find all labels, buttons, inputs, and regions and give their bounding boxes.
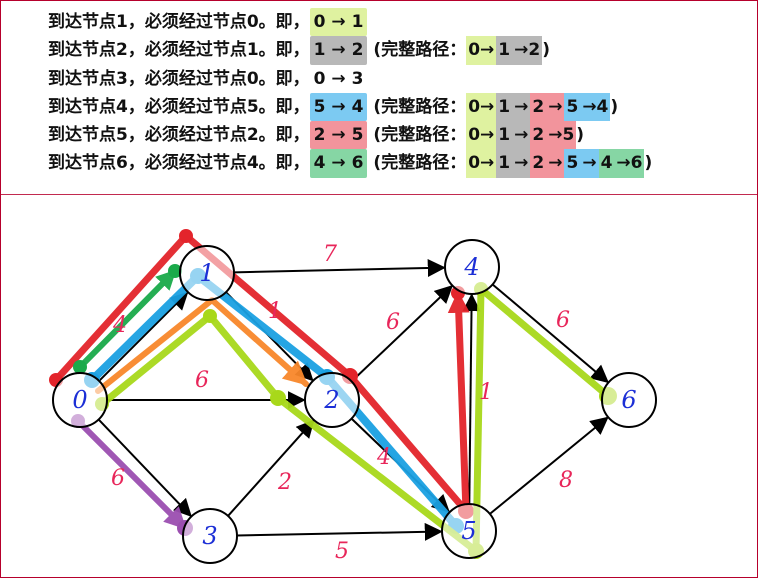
edge-weight-label: 5 [335, 539, 349, 564]
node-4 [444, 239, 500, 295]
path-lime [98, 285, 612, 555]
node-label: 2 [323, 386, 339, 414]
edge-4-6 [491, 283, 610, 384]
node-label: 0 [72, 386, 87, 414]
path-dot [270, 390, 286, 406]
explanation-line: 到达节点2，必须经过节点1。即，1 → 2(完整路径：0→1→2) [48, 36, 748, 65]
path-part: 1 [496, 36, 513, 65]
node-2 [304, 372, 360, 428]
path-purple [75, 418, 188, 531]
edge-5-6 [489, 416, 609, 515]
path-part: 5 [564, 92, 581, 122]
segment-highlight: 0 → 3 [313, 68, 364, 89]
node-6 [601, 372, 657, 428]
section-divider [1, 1, 757, 195]
edge-weight-label: 4 [112, 313, 127, 338]
segment-highlight: 1 → 2 [309, 36, 368, 65]
edge-weight-label: 7 [323, 242, 337, 267]
full-path-label: (完整路径： [373, 40, 467, 61]
edge-weight-label: 4 [376, 445, 391, 470]
node-label: 5 [461, 517, 476, 545]
edge-weight-label: 6 [195, 368, 209, 393]
full-path-close: ) [576, 125, 585, 146]
explanation-line: 到达节点4，必须经过节点5。即，5 → 4(完整路径：0→1→2→5→4) [48, 92, 748, 122]
path-part: 0→ [466, 149, 497, 178]
full-path-label: (完整路径： [373, 96, 467, 117]
explanation-line: 到达节点5，必须经过节点2。即，2 → 5(完整路径：0→1→2→5) [48, 121, 748, 150]
path-dot [168, 264, 182, 278]
line-prefix: 到达节点3，必须经过节点0。即， [48, 68, 310, 89]
node-label: 3 [202, 522, 217, 550]
path-part: 5 [564, 149, 581, 178]
node-label: 4 [463, 253, 479, 281]
line-prefix: 到达节点6，必须经过节点4。即， [48, 153, 310, 174]
path-part: → [512, 92, 531, 122]
path-part: 2 [530, 149, 547, 178]
full-path-close: ) [610, 96, 619, 117]
line-prefix: 到达节点5，必须经过节点2。即， [48, 125, 310, 146]
path-part: 1 [496, 121, 513, 150]
path-dot [73, 360, 87, 374]
edge-3-2 [227, 419, 315, 517]
path-part: 0→ [466, 36, 497, 65]
edge-weight-label: 1 [268, 299, 282, 324]
full-path-close: ) [542, 40, 550, 61]
edge-weight-label: 8 [559, 468, 573, 493]
path-part: 0→ [466, 121, 497, 150]
path-green [77, 268, 178, 370]
path-part: → [546, 92, 565, 122]
segment-highlight: 5 → 4 [309, 92, 368, 122]
edge-5-4 [462, 293, 481, 505]
line-prefix: 到达节点2，必须经过节点1。即， [48, 40, 310, 61]
full-path-label: (完整路径： [373, 153, 467, 174]
path-part: 4 [598, 149, 615, 178]
node-0 [52, 372, 108, 428]
edge-0-3 [97, 418, 192, 518]
path-dot [203, 309, 217, 323]
segment-highlight: 2 → 5 [309, 121, 368, 150]
edge-weight-label: 6 [556, 308, 570, 333]
path-part: → [546, 149, 565, 178]
node-5 [441, 503, 497, 559]
line-prefix: 到达节点4，必须经过节点5。即， [48, 96, 310, 117]
explanation-line: 到达节点3，必须经过节点0。即，0 → 3 [48, 65, 748, 93]
path-part: →4 [580, 92, 611, 122]
edge-2-4 [350, 285, 454, 383]
node-1 [179, 245, 235, 301]
edge-weight-label: 2 [277, 470, 292, 495]
edge-1-4 [233, 259, 446, 277]
full-path-close: ) [644, 153, 653, 174]
explanation-line: 到达节点1，必须经过节点0。即，0 → 1 [48, 8, 748, 37]
full-path-label: (完整路径： [373, 125, 467, 146]
line-prefix: 到达节点1，必须经过节点0。即， [48, 12, 310, 32]
path-blue [88, 272, 460, 530]
path-part: → [512, 121, 531, 150]
edge-0-1 [98, 291, 189, 382]
path-dot [179, 229, 193, 243]
explanation-line: 到达节点6，必须经过节点4。即，4 → 6(完整路径：0→1→2→5→4→6) [48, 149, 748, 178]
path-part: →2 [512, 36, 543, 65]
path-part: → [512, 149, 531, 178]
shortest-path-graph: 0 1 2 3 4 5 6 4 6 6 7 1 6 4 2 5 1 6 8 [49, 229, 657, 564]
path-part: →6 [614, 149, 645, 178]
edge-weight-label: 6 [111, 466, 125, 491]
node-label: 6 [621, 386, 636, 414]
node-3 [182, 508, 238, 564]
segment-highlight: 0 → 1 [309, 8, 368, 37]
segment-highlight: 4 → 6 [309, 149, 368, 178]
path-part: 2 [530, 121, 547, 150]
path-part: 2 [530, 92, 547, 122]
node-label: 1 [199, 259, 214, 287]
path-part: 1 [496, 92, 513, 122]
path-part: → [580, 149, 599, 178]
path-part: 0→ [466, 92, 497, 122]
path-part: 1 [496, 149, 513, 178]
path-part: →5 [546, 121, 577, 150]
edge-weight-label: 6 [386, 310, 400, 335]
edge-3-5 [236, 522, 443, 541]
edge-weight-label: 1 [479, 380, 493, 405]
